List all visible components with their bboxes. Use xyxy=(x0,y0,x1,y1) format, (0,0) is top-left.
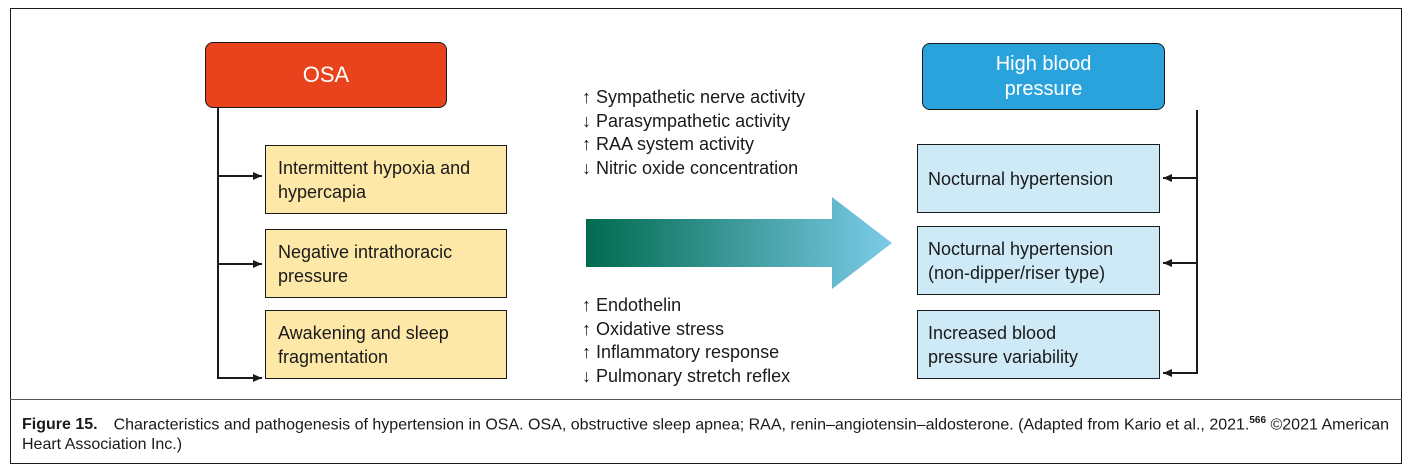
cause-box-hypoxia: Intermittent hypoxia and hypercapia xyxy=(265,145,507,214)
cause-box-awakening: Awakening and sleep fragmentation xyxy=(265,310,507,379)
cause-line: Intermittent hypoxia and xyxy=(278,157,471,178)
effect-line: pressure variability xyxy=(928,346,1079,367)
mechanisms-bottom-list: ↑ Endothelin ↑ Oxidative stress ↑ Inflam… xyxy=(582,294,790,388)
osa-label: OSA xyxy=(302,62,350,87)
mechanism-text: Nitric oxide concentration xyxy=(596,157,799,178)
effect-line: Nocturnal hypertension xyxy=(928,168,1114,189)
cause-line: pressure xyxy=(278,265,349,286)
mechanism-item: ↑ Oxidative stress xyxy=(582,318,790,342)
mechanism-text: Parasympathetic activity xyxy=(596,110,791,131)
caption-text: Characteristics and pathogenesis of hype… xyxy=(113,416,1250,434)
effect-line: Nocturnal hypertension xyxy=(928,238,1114,259)
cause-line: Awakening and sleep xyxy=(278,322,449,343)
caption-divider xyxy=(10,399,1402,400)
mechanism-item: ↓ Parasympathetic activity xyxy=(582,110,805,134)
caption-copyright: ©2021 American Heart Association Inc.) xyxy=(22,416,1390,454)
arrow-icon: ↑ xyxy=(582,295,591,315)
hbp-label-line2: pressure xyxy=(1004,77,1083,100)
osa-box: OSA xyxy=(205,42,447,108)
pathogenesis-arrow xyxy=(586,197,892,289)
mechanism-text: Pulmonary stretch reflex xyxy=(596,365,791,386)
mechanisms-top-list: ↑ Sympathetic nerve activity ↓ Parasympa… xyxy=(582,86,805,180)
figure-caption: Figure 15. Characteristics and pathogenes… xyxy=(22,411,1392,455)
arrow-icon: ↑ xyxy=(582,134,591,154)
effect-box-nocturnal: Nocturnal hypertension xyxy=(917,144,1160,213)
mechanism-text: Oxidative stress xyxy=(596,318,725,339)
effect-box-non-dipper: Nocturnal hypertension (non-dipper/riser… xyxy=(917,226,1160,295)
mechanism-text: RAA system activity xyxy=(596,134,755,154)
arrow-icon: ↑ xyxy=(582,87,591,107)
figure-label: Figure 15. xyxy=(22,416,98,434)
cause-box-intrathoracic: Negative intrathoracic pressure xyxy=(265,229,507,298)
cause-line: hypercapia xyxy=(278,181,367,202)
hbp-label-line1: High blood xyxy=(995,52,1092,75)
arrow-icon: ↑ xyxy=(582,342,591,362)
mechanism-item: ↑ Sympathetic nerve activity xyxy=(582,86,805,110)
mechanism-item: ↑ Endothelin xyxy=(582,294,790,318)
reference-number: 566 xyxy=(1249,415,1267,426)
mechanism-item: ↓ Pulmonary stretch reflex xyxy=(582,365,790,389)
figure-frame xyxy=(10,8,1402,464)
mechanism-item: ↑ RAA system activity xyxy=(582,133,805,157)
diagram: OSA High blood pressure Intermittent hyp… xyxy=(205,42,1198,388)
arrow-icon: ↓ xyxy=(582,110,591,131)
high-blood-pressure-box: High blood pressure xyxy=(922,43,1165,110)
mechanism-text: Endothelin xyxy=(596,295,682,315)
effect-line: Increased blood xyxy=(928,322,1057,343)
mechanism-text: Sympathetic nerve activity xyxy=(596,87,806,107)
connector-lines xyxy=(217,108,1198,382)
arrow-icon: ↑ xyxy=(582,318,591,339)
mechanism-item: ↓ Nitric oxide concentration xyxy=(582,157,805,181)
effect-box-variability: Increased blood pressure variability xyxy=(917,310,1160,379)
arrow-icon: ↓ xyxy=(582,157,591,178)
effect-line: (non-dipper/riser type) xyxy=(928,262,1106,283)
mechanism-item: ↑ Inflammatory response xyxy=(582,341,790,365)
arrow-icon: ↓ xyxy=(582,365,591,386)
cause-line: Negative intrathoracic xyxy=(278,241,453,262)
mechanism-text: Inflammatory response xyxy=(596,342,780,362)
cause-line: fragmentation xyxy=(278,346,389,367)
